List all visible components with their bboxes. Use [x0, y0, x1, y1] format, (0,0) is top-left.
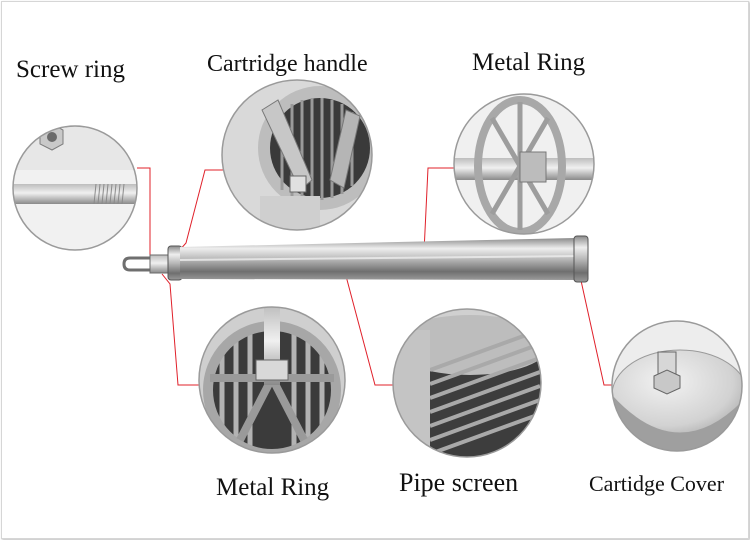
cartridge-cover-detail	[611, 320, 743, 452]
cartridge-handle-detail	[221, 79, 373, 231]
leader-metal-ring-bottom	[161, 273, 200, 386]
metal-ring-top-detail	[453, 93, 595, 235]
cartridge-filter-assembly	[122, 235, 589, 283]
metal-ring-bottom-detail	[198, 306, 346, 454]
leader-cartridge-handle	[177, 169, 224, 253]
leader-cartridge-cover	[579, 275, 615, 386]
leader-pipe-screen	[345, 275, 395, 386]
pipe-screen-detail	[392, 308, 542, 458]
label-cartridge-handle: Cartridge handle	[207, 51, 368, 77]
label-screw-ring: Screw ring	[16, 56, 125, 83]
label-metal-ring-bottom: Metal Ring	[216, 474, 330, 501]
label-metal-ring-top: Metal Ring	[472, 49, 586, 76]
screw-ring-detail	[12, 125, 138, 251]
label-pipe-screen: Pipe screen	[399, 468, 519, 497]
leader-screw-ring	[137, 167, 159, 263]
label-cartridge-cover: Cartidge Cover	[589, 471, 725, 496]
leader-metal-ring-top	[423, 167, 455, 253]
